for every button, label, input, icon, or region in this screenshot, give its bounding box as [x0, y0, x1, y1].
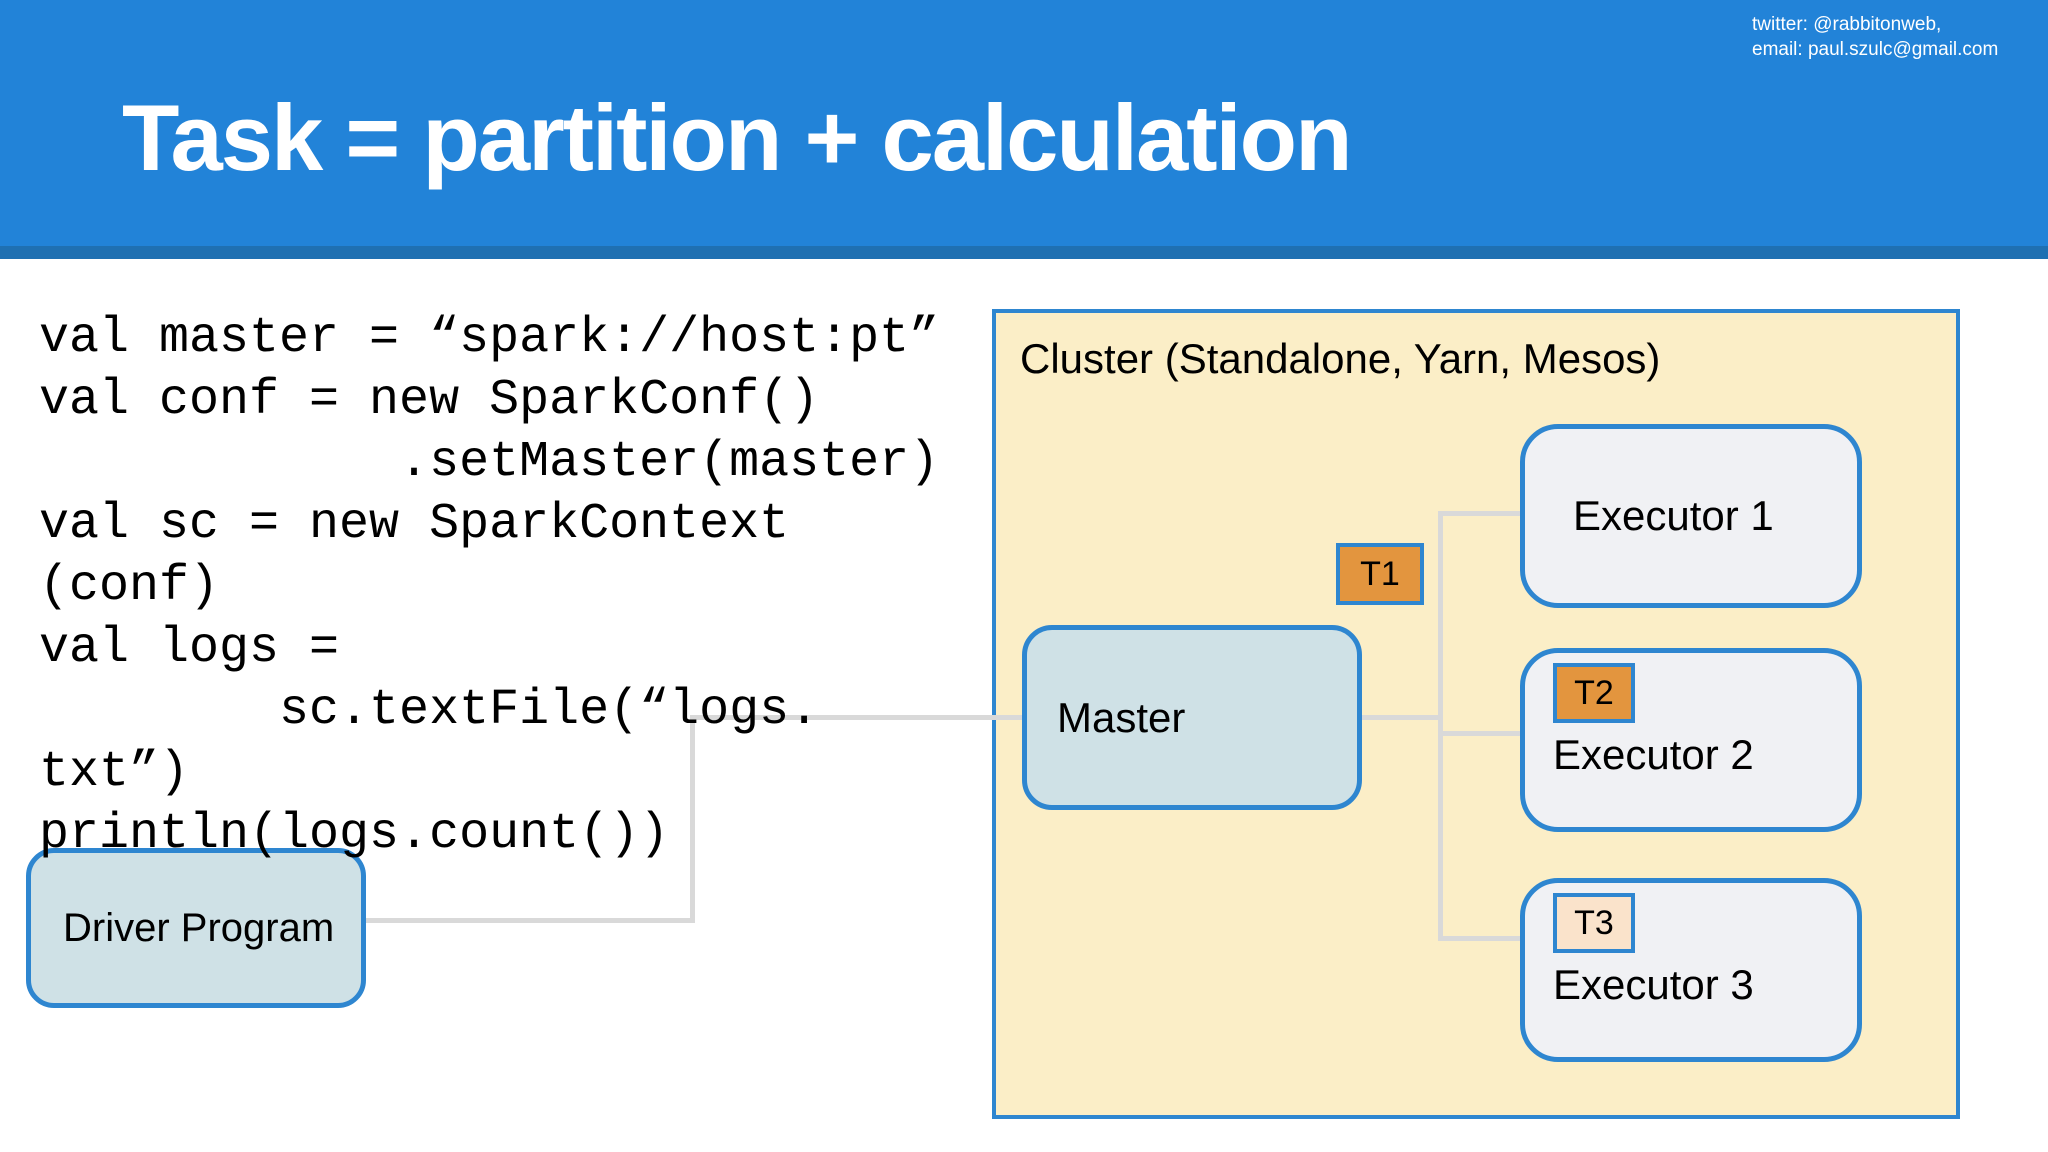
connector-branch-executor-3	[1438, 936, 1520, 941]
task-t1-label: T1	[1360, 554, 1400, 593]
task-t2-label: T2	[1574, 673, 1614, 712]
executor-2-label: Executor 2	[1553, 731, 1754, 778]
master-box: Master	[1022, 625, 1362, 810]
executor-1-box: Executor 1	[1520, 424, 1862, 608]
executor-2-box: T2 Executor 2	[1520, 648, 1862, 832]
connector-driver-vertical	[690, 715, 695, 923]
driver-program-box: Driver Program	[26, 848, 366, 1008]
contact-twitter: twitter: @rabbitonweb,	[1752, 14, 1942, 35]
code-line: txt”)	[39, 744, 190, 801]
connector-driver-horizontal	[366, 918, 695, 923]
code-line: sc.textFile(“logs.	[39, 682, 820, 739]
task-t2-box: T2	[1553, 663, 1635, 723]
code-line: .setMaster(master)	[39, 434, 940, 491]
connector-trunk	[1438, 511, 1443, 941]
code-line: (conf)	[39, 558, 220, 615]
cluster-label: Cluster (Standalone, Yarn, Mesos)	[1020, 335, 1661, 382]
master-label: Master	[1057, 693, 1186, 741]
connector-branch-executor-2	[1438, 731, 1520, 736]
executor-3-label: Executor 3	[1553, 961, 1754, 1008]
code-line: val sc = new SparkContext	[39, 496, 790, 553]
code-line: val conf = new SparkConf()	[39, 372, 820, 429]
code-line: println(logs.count())	[39, 806, 670, 863]
code-line: val logs =	[39, 620, 340, 677]
connector-master-to-trunk	[1362, 715, 1440, 720]
executor-3-box: T3 Executor 3	[1520, 878, 1862, 1062]
title-banner-underline	[0, 246, 2048, 259]
contact-email: email: paul.szulc@gmail.com	[1752, 39, 1999, 60]
title-banner	[0, 0, 2048, 246]
code-line: val master = “spark://host:pt”	[39, 310, 940, 367]
task-t3-box: T3	[1553, 893, 1635, 953]
code-block: val master = “spark://host:pt” val conf …	[39, 308, 939, 866]
connector-branch-executor-1	[1438, 511, 1520, 516]
slide-title: Task = partition + calculation	[122, 85, 1353, 190]
executor-1-label: Executor 1	[1573, 492, 1774, 539]
task-t3-label: T3	[1574, 903, 1614, 942]
driver-program-label: Driver Program	[63, 905, 335, 950]
connector-to-master	[690, 715, 1022, 720]
contact-info: twitter: @rabbitonweb, email: paul.szulc…	[1752, 12, 1998, 62]
task-t1-box: T1	[1336, 543, 1424, 605]
